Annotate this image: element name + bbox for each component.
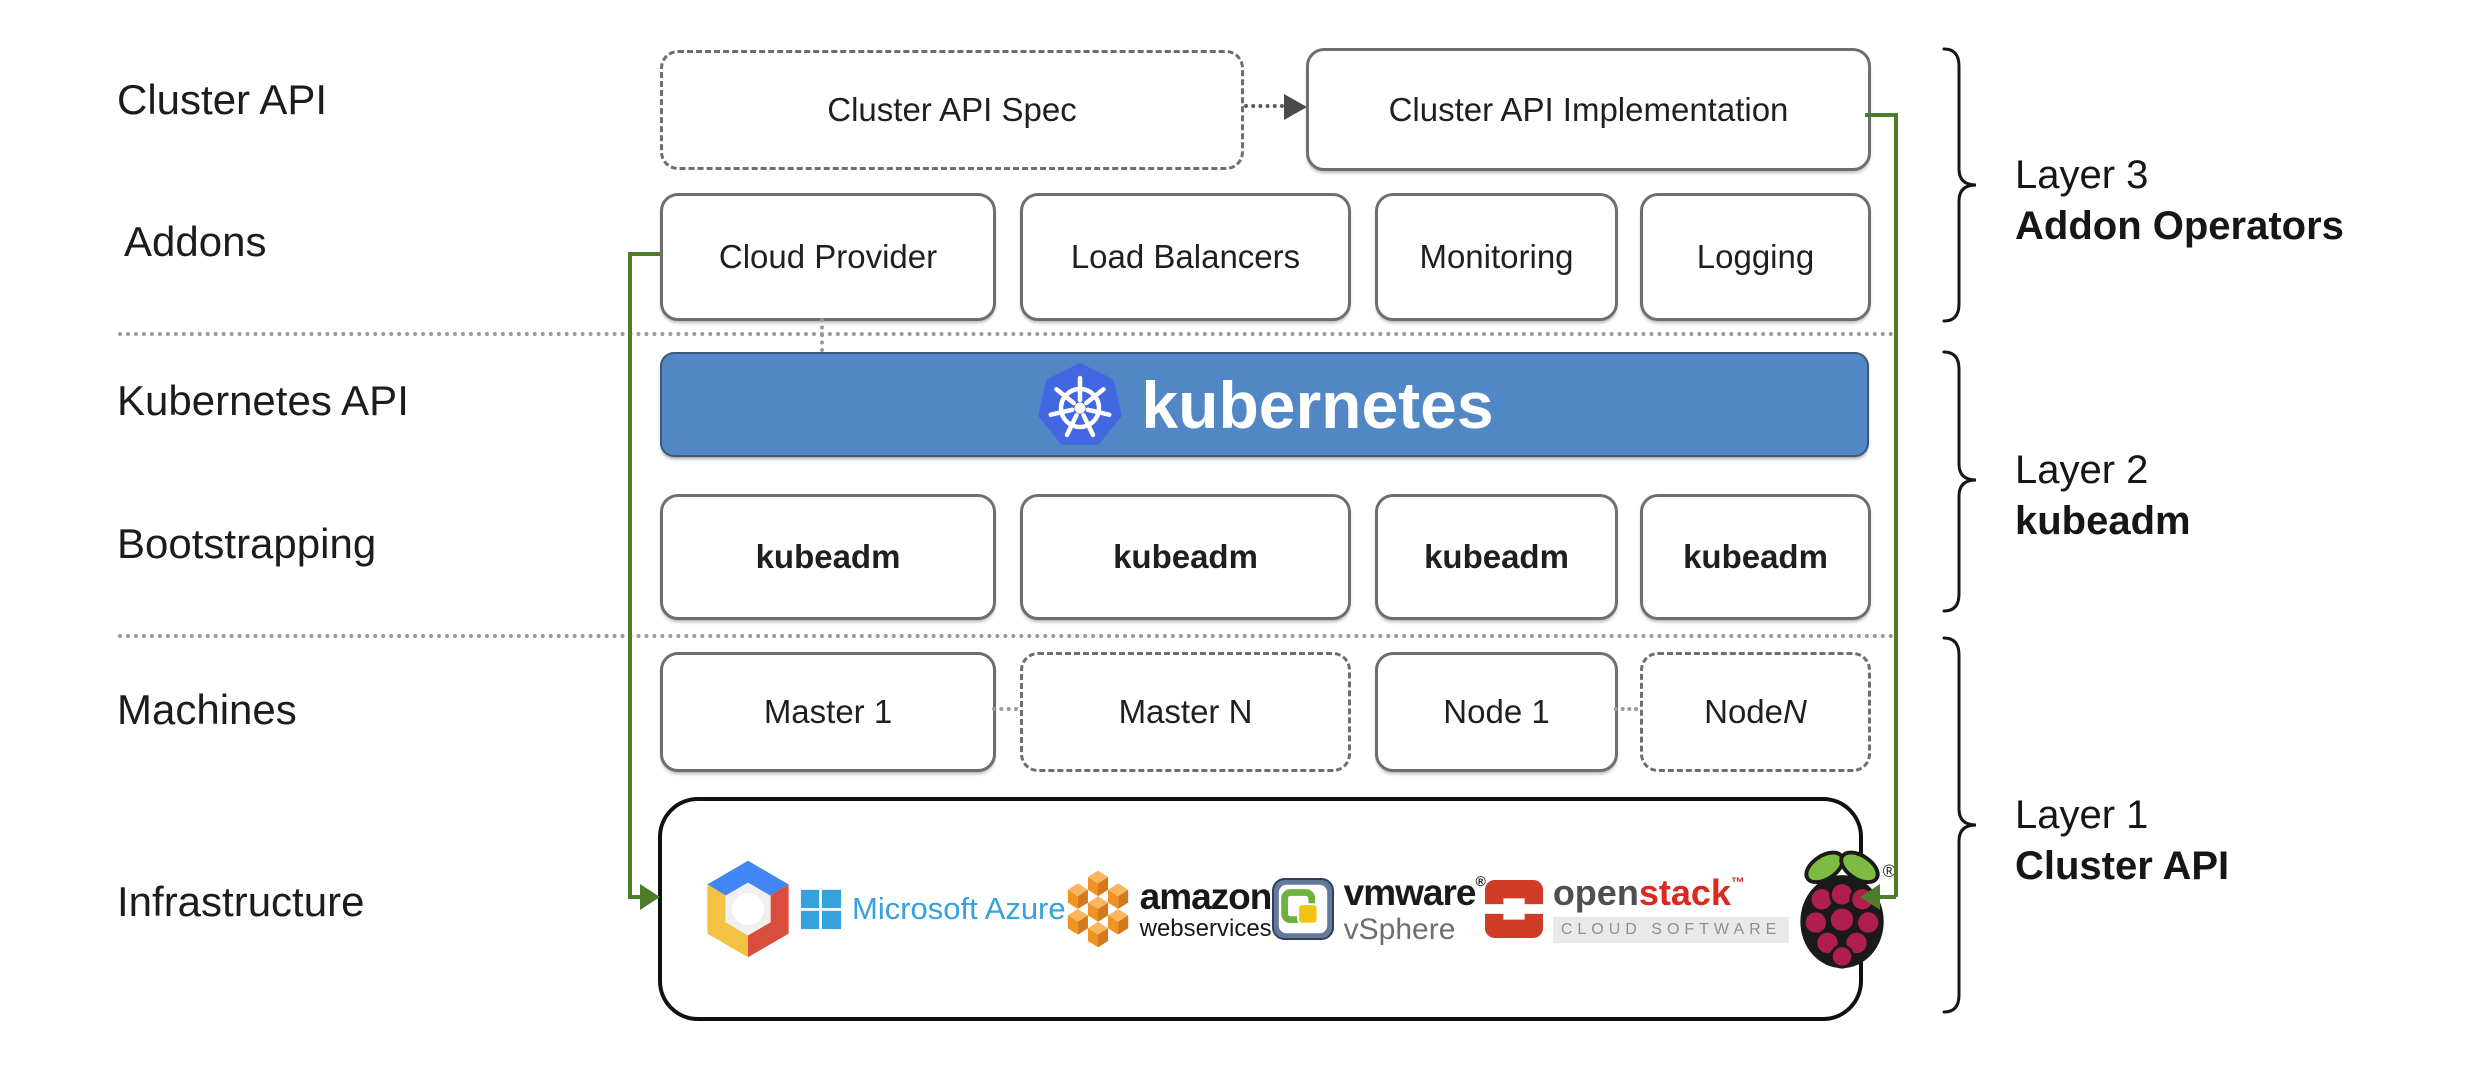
node-1-to-node-n-connector <box>1614 707 1638 711</box>
kubernetes-wordmark: kubernetes <box>1141 367 1494 442</box>
kubeadm-box-1: kubeadm <box>660 494 996 620</box>
machine-box-master-n: Master N <box>1020 652 1351 772</box>
registered-mark-icon: ® <box>1475 872 1485 889</box>
row-label-kubernetes-api: Kubernetes API <box>117 377 409 424</box>
cloud-provider-to-kubernetes-connector <box>820 318 824 352</box>
vmware-wordmark: vmware® <box>1343 871 1486 913</box>
machine-label: Master N <box>1118 693 1253 730</box>
row-label-cluster-api: Cluster API <box>117 76 328 123</box>
layer-1-subtitle: Cluster API <box>2015 844 2230 888</box>
green-connector-right-top <box>1865 113 1897 117</box>
layer-3-bracket <box>1942 47 1977 323</box>
addon-box-load-balancers: Load Balancers <box>1020 193 1351 321</box>
layer-2-subtitle: kubeadm <box>2015 499 2191 543</box>
vsphere-icon <box>1271 878 1334 940</box>
machine-box-node-n: Node N <box>1640 652 1871 772</box>
addon-box-monitoring: Monitoring <box>1375 193 1618 321</box>
green-connector-right-vertical <box>1894 113 1898 897</box>
webservices-wordmark: webservices <box>1139 914 1272 942</box>
kubernetes-banner: kubernetes <box>660 352 1869 457</box>
addon-box-cloud-provider: Cloud Provider <box>660 193 996 321</box>
vsphere-wordmark: vSphere <box>1343 912 1456 946</box>
infrastructure-box: Microsoft Azure amazon webservices <box>658 797 1896 1021</box>
layer-2-title: Layer 2 <box>2015 448 2149 492</box>
microsoft-azure-logo: Microsoft Azure <box>800 888 1066 930</box>
vmware-vsphere-logo: vmware® vSphere <box>1271 871 1486 946</box>
green-connector-right-bottom <box>1880 895 1896 899</box>
dotted-separator-bottom <box>118 634 1895 638</box>
machine-box-master-1: Master 1 <box>660 652 996 772</box>
green-connector-left-top <box>628 252 660 256</box>
layer-3-subtitle: Addon Operators <box>2015 204 2344 248</box>
dotted-separator-top <box>118 332 1895 336</box>
cloud-software-tagline: CLOUD SOFTWARE <box>1552 917 1790 943</box>
green-connector-left-vertical <box>628 252 632 898</box>
green-arrow-left-icon <box>1860 884 1880 910</box>
machine-label: Node 1 <box>1443 693 1550 730</box>
openstack-cube-icon <box>1484 880 1543 938</box>
addon-box-logging: Logging <box>1640 193 1871 321</box>
google-cloud-hexagon-icon <box>707 860 789 958</box>
google-cloud-logo <box>696 857 800 961</box>
row-label-addons: Addons <box>124 218 267 265</box>
openstack-logo: openstack™ CLOUD SOFTWARE <box>1484 872 1790 943</box>
azure-wordmark: Microsoft Azure <box>852 891 1066 926</box>
machine-label-suffix: N <box>1783 693 1807 730</box>
kubeadm-box-3: kubeadm <box>1375 494 1618 620</box>
cluster-api-implementation-box: Cluster API Implementation <box>1306 48 1871 171</box>
raspberry-pi-icon: ® <box>1800 850 1896 969</box>
registered-mark-icon: ® <box>1883 861 1896 881</box>
green-arrow-right-icon <box>640 884 660 910</box>
row-label-bootstrapping: Bootstrapping <box>117 520 377 567</box>
row-label-infrastructure: Infrastructure <box>117 878 365 925</box>
microsoft-flag-icon <box>800 889 842 930</box>
machine-label: Master 1 <box>763 693 893 730</box>
aws-cubes-icon <box>1067 870 1128 948</box>
arrow-right-icon <box>1284 94 1307 120</box>
green-connector-left-bottom <box>628 895 644 899</box>
layer-1-bracket <box>1942 636 1977 1014</box>
layer-2-bracket <box>1942 350 1977 613</box>
spec-to-implementation-connector <box>1244 104 1284 108</box>
machine-box-node-1: Node 1 <box>1375 652 1618 772</box>
amazon-wordmark: amazon <box>1139 875 1273 917</box>
kubeadm-box-2: kubeadm <box>1020 494 1351 620</box>
layer-3-label: Layer 3 Addon Operators <box>2015 150 2344 252</box>
openstack-wordmark: openstack™ <box>1552 872 1745 913</box>
trademark-icon: ™ <box>1730 874 1745 890</box>
kubeadm-box-4: kubeadm <box>1640 494 1871 620</box>
layer-1-title: Layer 1 <box>2015 793 2149 837</box>
kubernetes-logo-icon <box>1038 362 1123 445</box>
aws-logo: amazon webservices <box>1066 869 1272 949</box>
layer-2-label: Layer 2 kubeadm <box>2015 445 2191 547</box>
master-1-to-master-n-connector <box>992 707 1018 711</box>
machine-label: Node <box>1704 693 1784 730</box>
cluster-api-spec-box: Cluster API Spec <box>660 50 1244 170</box>
layer-1-label: Layer 1 Cluster API <box>2015 790 2229 892</box>
layer-3-title: Layer 3 <box>2015 153 2149 197</box>
raspberry-pi-logo: ® <box>1789 846 1897 972</box>
row-label-machines: Machines <box>117 686 297 733</box>
